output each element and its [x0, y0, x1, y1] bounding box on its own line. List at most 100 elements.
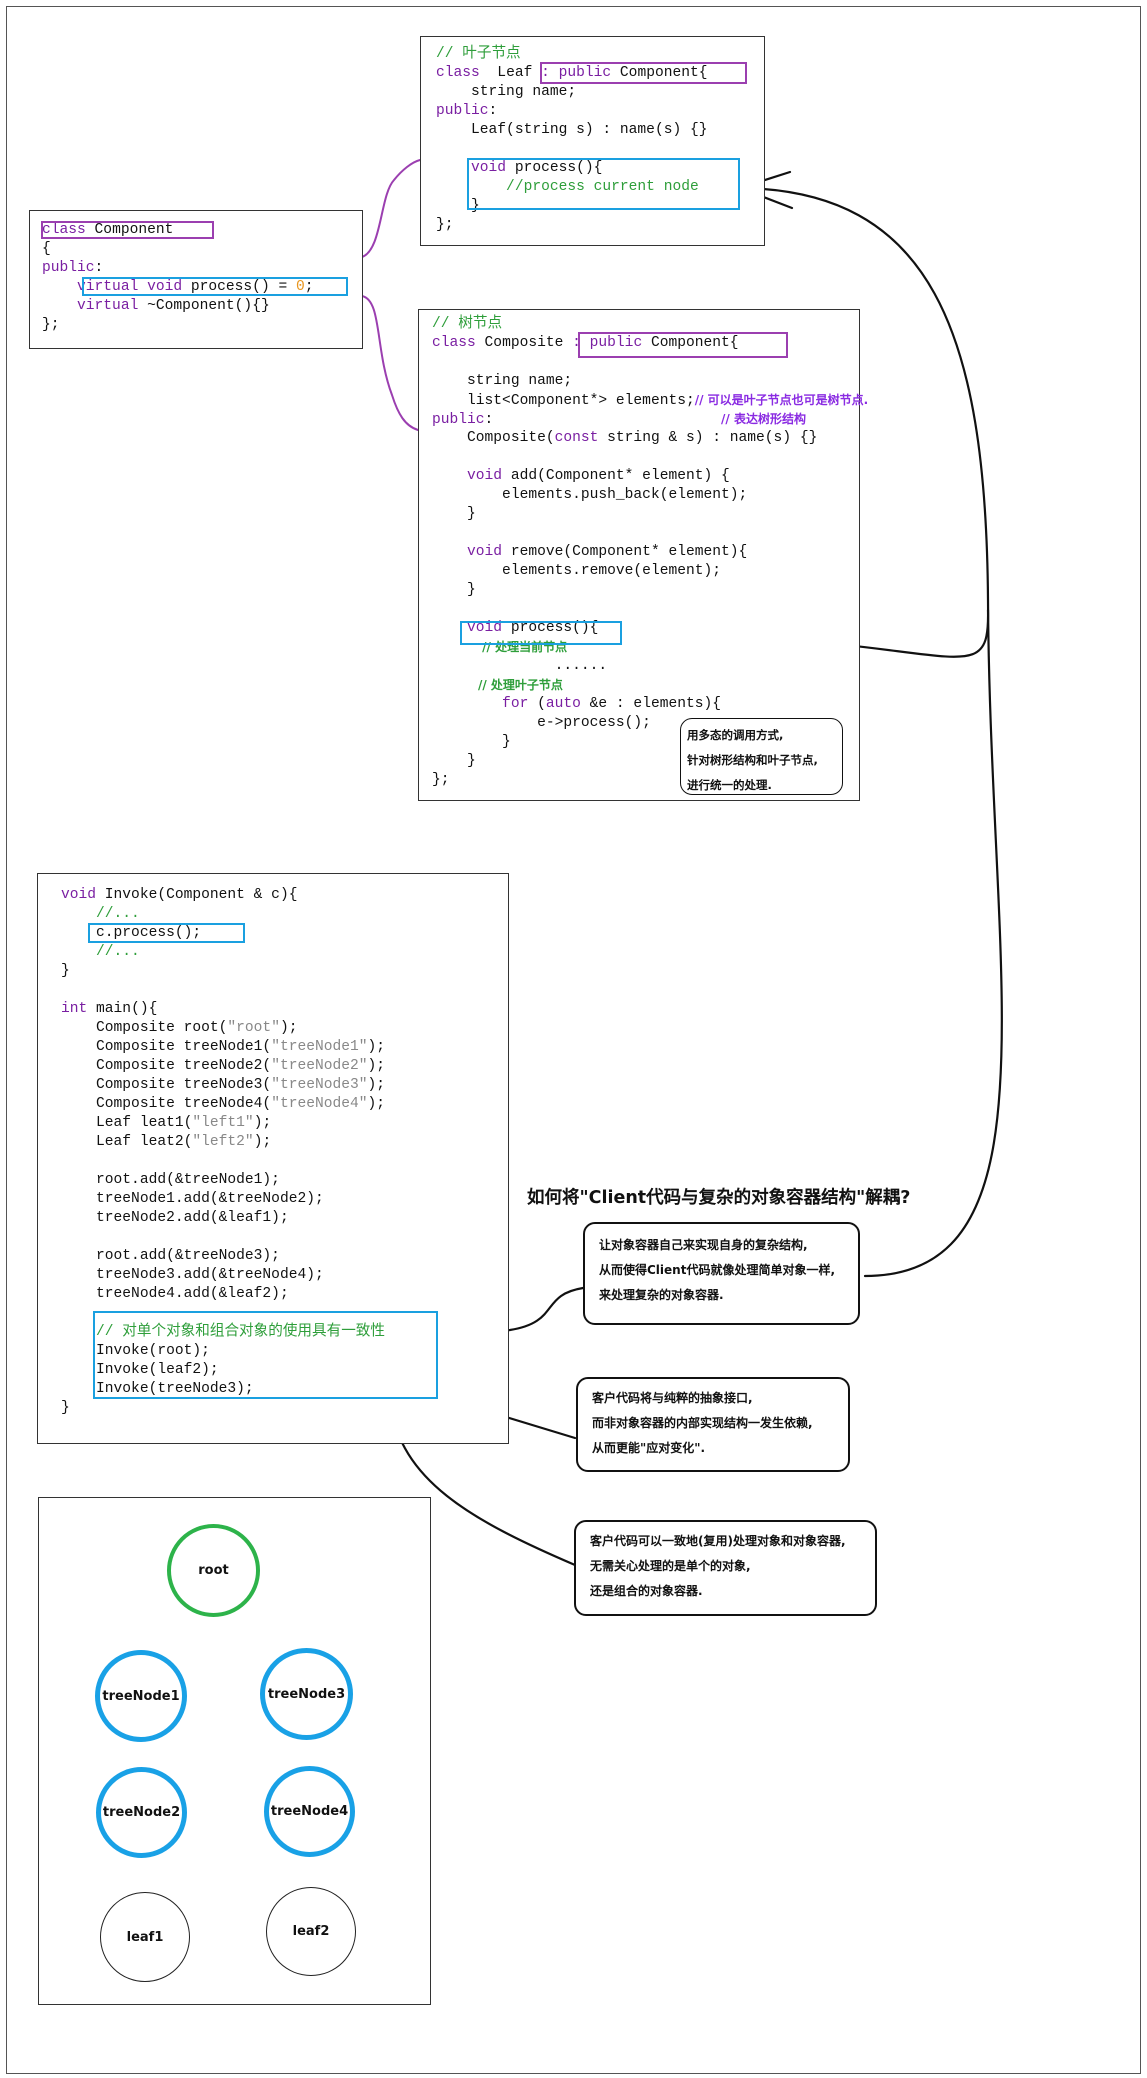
code-line: Leaf(string s) : name(s) {}	[436, 121, 707, 140]
code-line: class Composite : public Component{	[432, 334, 739, 353]
code-line: virtual void process() = 0;	[42, 278, 314, 297]
note-abstract-interface-line: 从而更能"应对变化".	[592, 1441, 706, 1455]
code-line: Invoke(leaf2);	[61, 1361, 219, 1380]
code-line: };	[432, 771, 450, 790]
tree-node-treenode4: treeNode4	[264, 1766, 355, 1857]
tree-node-leaf1: leaf1	[100, 1892, 190, 1982]
code-token: public	[436, 103, 489, 119]
code-token: // 表达树形结构	[721, 412, 806, 426]
code-token: Leaf leat2(	[61, 1134, 193, 1150]
note-polymorphism-line: 针对树形结构和叶子节点,	[687, 753, 818, 767]
code-line: Composite treeNode2("treeNode2");	[61, 1057, 385, 1076]
code-line: virtual ~Component(){}	[42, 297, 270, 316]
code-token: treeNode3.add(&treeNode4);	[61, 1267, 324, 1283]
code-token: "root"	[227, 1020, 280, 1036]
code-line: Composite treeNode4("treeNode4");	[61, 1095, 385, 1114]
code-line: root.add(&treeNode3);	[61, 1247, 280, 1266]
code-line: // 树节点	[432, 315, 502, 334]
code-token: );	[367, 1077, 386, 1093]
code-token: Composite root(	[61, 1020, 228, 1036]
note-abstract-interface: 客户代码将与纯粹的抽象接口, 而非对象容器的内部实现结构一发生依赖, 从而更能"…	[576, 1377, 850, 1472]
code-token: void	[432, 544, 503, 560]
code-line: elements.remove(element);	[432, 562, 721, 581]
code-token: process(){	[506, 160, 603, 176]
code-token: );	[253, 1134, 272, 1150]
tree-node-treenode2: treeNode2	[96, 1767, 187, 1858]
code-token: public	[432, 412, 485, 428]
code-line: }	[61, 962, 70, 981]
code-token: );	[279, 1020, 298, 1036]
code-token: }	[436, 198, 480, 214]
code-token: process(){	[502, 620, 599, 636]
code-line: }	[432, 752, 476, 771]
code-line: public:	[42, 259, 103, 278]
code-token: ~Component(){}	[138, 298, 270, 314]
code-token: virtual	[42, 298, 139, 314]
note-polymorphism: 用多态的调用方式, 针对树形结构和叶子节点, 进行统一的处理.	[680, 718, 843, 795]
code-line: for (auto &e : elements){	[432, 695, 721, 714]
code-token: );	[367, 1096, 386, 1112]
code-token: {	[42, 241, 51, 257]
code-token: Composite treeNode2(	[61, 1058, 272, 1074]
tree-node-treenode3: treeNode3	[260, 1648, 353, 1740]
arrow-self-implement-to-leaf	[738, 186, 1003, 1278]
code-token: root.add(&treeNode3);	[61, 1248, 280, 1264]
code-token: void	[432, 468, 503, 484]
code-token: "treeNode1"	[271, 1039, 368, 1055]
code-line: void Invoke(Component & c){	[61, 886, 297, 905]
code-token: };	[432, 772, 450, 788]
code-line: void process(){	[436, 159, 602, 178]
code-token: remove(Component* element){	[502, 544, 748, 560]
leaf-inheritance-highlight	[540, 62, 747, 84]
client-process-highlight	[88, 923, 245, 943]
code-token: // 对单个对象和组合对象的使用具有一致性	[61, 1324, 385, 1340]
code-token: string name;	[432, 373, 573, 389]
code-token: class	[432, 335, 476, 351]
code-token: "treeNode2"	[271, 1058, 368, 1074]
note-abstract-interface-line: 而非对象容器的内部实现结构一发生依赖,	[592, 1416, 813, 1430]
code-token: Composite treeNode4(	[61, 1096, 272, 1112]
code-token: auto	[545, 696, 581, 712]
composite-inheritance-highlight	[578, 332, 788, 358]
code-token: Composite treeNode3(	[61, 1077, 272, 1093]
composite-class-box: // 树节点 class Composite : public Component…	[418, 309, 868, 801]
code-token: Composite	[475, 335, 573, 351]
code-token: root.add(&treeNode1);	[61, 1172, 280, 1188]
code-token: int	[61, 1001, 88, 1017]
code-token: }	[61, 963, 70, 979]
code-token: };	[436, 217, 454, 233]
code-token: elements.push_back(element);	[432, 487, 748, 503]
code-line: void add(Component* element) {	[432, 467, 730, 486]
code-token: // 叶子节点	[436, 46, 521, 62]
code-token: Component{	[642, 335, 739, 351]
code-line: treeNode1.add(&treeNode2);	[61, 1190, 324, 1209]
code-token: }	[432, 582, 476, 598]
code-token: ......	[432, 658, 608, 674]
connector-component-leaf	[361, 159, 421, 258]
code-token: "treeNode3"	[271, 1077, 368, 1093]
code-line: treeNode4.add(&leaf2);	[61, 1285, 289, 1304]
code-line: public: // 表达树形结构	[432, 410, 806, 430]
code-token: virtual void	[42, 279, 183, 295]
code-line: };	[436, 216, 454, 235]
code-token: public	[42, 260, 95, 276]
note-polymorphism-line: 用多态的调用方式,	[687, 728, 784, 742]
note-uniform-line: 无需关心处理的是单个的对象,	[590, 1559, 751, 1573]
code-line: }	[432, 733, 511, 752]
code-token: treeNode1.add(&treeNode2);	[61, 1191, 324, 1207]
code-line: }	[432, 505, 476, 524]
code-token: (	[528, 696, 546, 712]
code-line: int main(){	[61, 1000, 157, 1019]
code-token: class	[436, 65, 480, 81]
code-token: list<Component*> elements;	[432, 393, 695, 409]
code-token: treeNode2.add(&leaf1);	[61, 1210, 289, 1226]
code-token: ;	[304, 279, 314, 295]
code-token: const	[554, 430, 599, 446]
code-token: string name;	[436, 84, 577, 100]
note-uniform: 客户代码可以一致地(复用)处理对象和对象容器, 无需关心处理的是单个的对象, 还…	[574, 1520, 877, 1616]
leaf-process-highlight	[467, 158, 740, 210]
code-token: // 树节点	[432, 316, 503, 332]
code-token: void	[432, 620, 503, 636]
code-line: Composite treeNode1("treeNode1");	[61, 1038, 385, 1057]
code-token: &e : elements){	[580, 696, 722, 712]
